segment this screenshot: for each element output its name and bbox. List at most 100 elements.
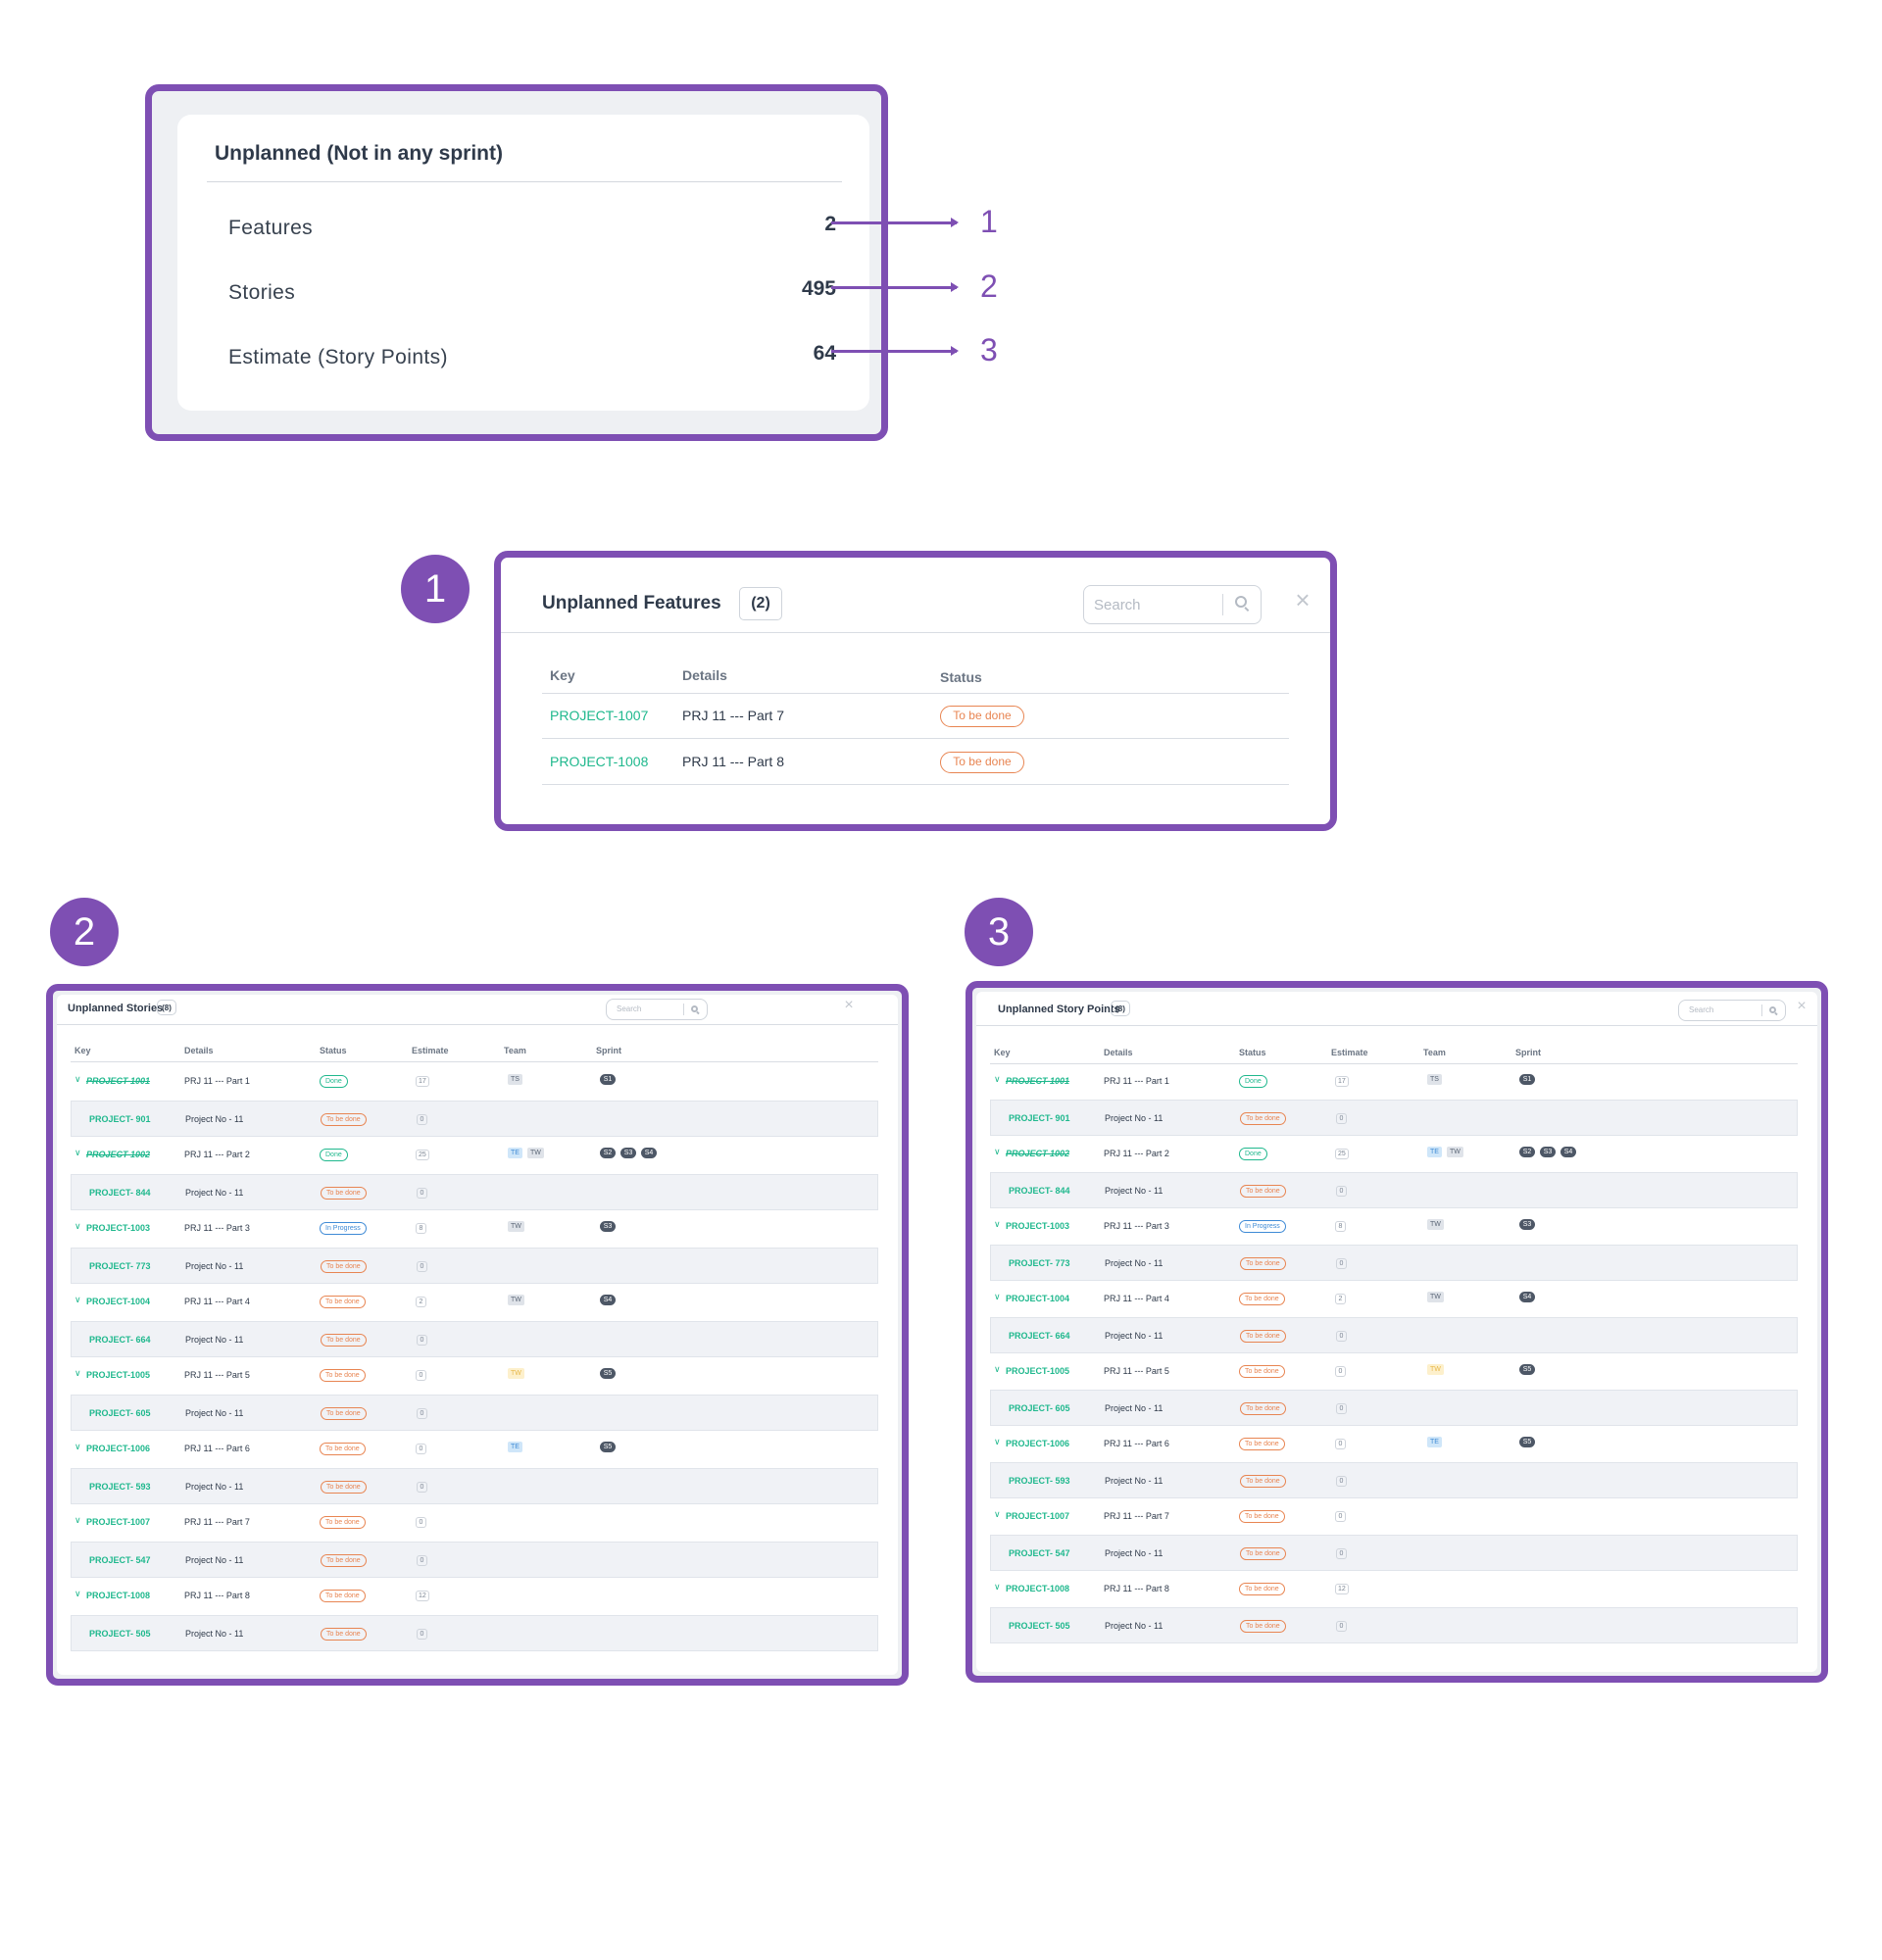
issue-key-link[interactable]: PROJECT-1004 [86,1297,151,1306]
issue-key-link[interactable]: PROJECT-1002 [86,1150,151,1159]
issue-key-link[interactable]: PROJECT- 773 [1009,1258,1070,1268]
chevron-down-icon[interactable]: ∨ [994,1219,1001,1229]
issue-key-link[interactable]: PROJECT- 664 [89,1334,151,1345]
close-icon[interactable]: × [844,997,854,1013]
chevron-down-icon[interactable]: ∨ [994,1292,1001,1301]
chevron-down-icon[interactable]: ∨ [74,1295,81,1304]
issue-key-link[interactable]: PROJECT-1008 [550,754,649,769]
issue-key-link[interactable]: PROJECT- 901 [89,1113,151,1124]
chevron-down-icon[interactable]: ∨ [74,1442,81,1451]
issue-key-link[interactable]: PROJECT-1005 [86,1370,151,1380]
chevron-down-icon[interactable]: ∨ [74,1148,81,1157]
issue-key-link[interactable]: PROJECT-1007 [86,1517,151,1527]
issue-key-link[interactable]: PROJECT- 901 [1009,1113,1070,1123]
close-icon[interactable]: × [1797,998,1807,1014]
chevron-down-icon[interactable]: ∨ [994,1364,1001,1374]
issue-key-link[interactable]: PROJECT-1002 [1006,1149,1070,1158]
team-chip: TW [1427,1219,1444,1230]
issue-key-link[interactable]: PROJECT-1005 [1006,1366,1070,1376]
issue-key-link[interactable]: PROJECT-1008 [1006,1584,1070,1593]
chevron-down-icon[interactable]: ∨ [994,1509,1001,1519]
chevron-down-icon[interactable]: ∨ [74,1074,81,1084]
issue-key-link[interactable]: PROJECT- 605 [1009,1403,1070,1413]
issue-key-link[interactable]: PROJECT- 844 [89,1187,151,1198]
summary-value[interactable]: 64 [813,342,836,365]
chevron-down-icon[interactable]: ∨ [994,1074,1001,1084]
close-icon[interactable]: × [1295,585,1311,614]
issue-key-link[interactable]: PROJECT-1003 [86,1223,151,1233]
issue-key-link[interactable]: PROJECT-1004 [1006,1294,1070,1303]
chevron-down-icon[interactable]: ∨ [74,1515,81,1525]
summary-row-estimate[interactable]: Estimate (Story Points) 64 [228,342,836,377]
chevron-down-icon[interactable]: ∨ [74,1589,81,1598]
issue-key-link[interactable]: PROJECT- 547 [89,1554,151,1565]
issue-details: PRJ 11 --- Part 6 [184,1444,250,1453]
search-input[interactable]: Search [1678,1000,1786,1021]
chevron-down-icon[interactable]: ∨ [994,1437,1001,1446]
status-badge: To be done [321,1333,367,1347]
chevron-down-icon[interactable]: ∨ [74,1368,81,1378]
issue-key-link[interactable]: PROJECT-1006 [1006,1439,1070,1448]
issue-key-link[interactable]: PROJECT-1006 [86,1444,151,1453]
issue-key-link[interactable]: PROJECT- 844 [1009,1186,1070,1196]
issue-key-link[interactable]: PROJECT- 605 [89,1407,151,1418]
summary-value[interactable]: 2 [824,213,836,236]
issue-key-link[interactable]: PROJECT- 664 [1009,1331,1070,1341]
issue-key-link[interactable]: PROJECT- 773 [89,1260,151,1271]
chevron-down-icon[interactable]: ∨ [74,1221,81,1231]
search-icon[interactable] [691,1005,698,1012]
issue-key-link[interactable]: PROJECT- 505 [89,1628,151,1639]
issue-key-link[interactable]: PROJECT-1007 [1006,1511,1070,1521]
issue-key-link[interactable]: PROJECT- 593 [89,1481,151,1492]
issue-key-link[interactable]: PROJECT-1003 [1006,1221,1070,1231]
issue-key-link[interactable]: PROJECT-1007 [550,708,649,723]
summary-row-features[interactable]: Features 2 [228,213,836,248]
search-input[interactable]: Search [606,999,708,1020]
issue-key-link[interactable]: PROJECT- 547 [1009,1548,1070,1558]
chevron-down-icon[interactable]: ∨ [994,1582,1001,1592]
chevron-down-icon[interactable]: ∨ [994,1147,1001,1156]
summary-row-stories[interactable]: Stories 495 [228,277,836,313]
issue-key-link[interactable]: PROJECT- 505 [1009,1621,1070,1631]
summary-value[interactable]: 495 [801,277,836,300]
search-icon[interactable] [1769,1006,1776,1013]
issue-key-link[interactable]: PROJECT-1001 [1006,1076,1070,1086]
issue-key-link[interactable]: PROJECT-1008 [86,1591,151,1600]
issue-key-link[interactable]: PROJECT- 593 [1009,1476,1070,1486]
search-icon[interactable] [1235,596,1247,608]
issue-key-link[interactable]: PROJECT-1001 [86,1076,151,1086]
search-input[interactable]: Search [1083,585,1262,624]
